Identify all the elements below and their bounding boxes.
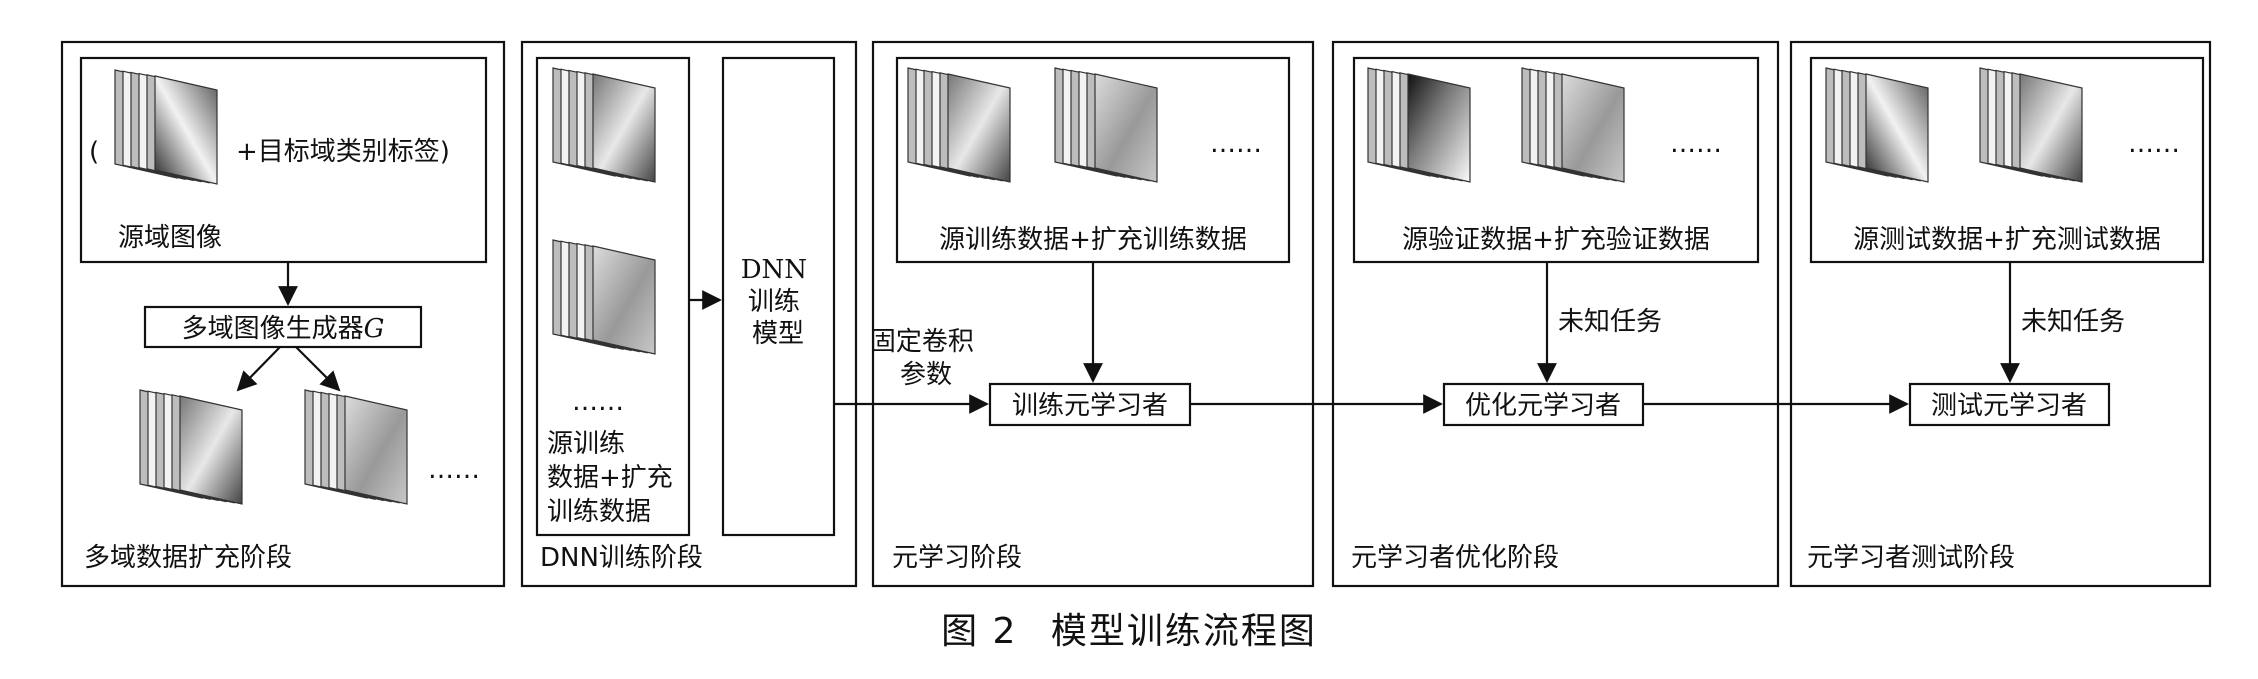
figure-title: 模型训练流程图 [1050, 611, 1317, 652]
fixed-conv-params-label: 固定卷积 参数 [870, 327, 982, 390]
dnn-model-box [721, 56, 836, 537]
image-layer [1407, 73, 1471, 183]
image-stack-generated-1 [139, 389, 243, 505]
image-stack-val-2 [1521, 67, 1625, 183]
test-meta-learner-box [1908, 382, 2111, 427]
stage-box-meta-learning [871, 40, 1315, 588]
generator-label: 多域图像生成器G [182, 314, 385, 344]
image-stack-source [114, 69, 218, 185]
stage-box-meta-optimization [1331, 40, 1780, 588]
image-stack-test-1 [1825, 67, 1929, 183]
image-stack-dnn-2 [552, 239, 656, 355]
image-layer [1561, 73, 1625, 183]
test-data-box [1809, 56, 2205, 264]
training-data-box [535, 56, 691, 537]
image-stack-val-1 [1367, 67, 1471, 183]
test-data-label: 源测试数据+扩充测试数据 [1853, 225, 2161, 255]
training-flow-diagram: ( +目标域类别标签) 源域图像 多域图像生成器G …… 多域数据扩充阶段 ……… [60, 40, 2212, 588]
unknown-task-label-test: 未知任务 [2021, 307, 2125, 337]
arrow-generator-to-right [295, 346, 341, 392]
source-image-box [79, 56, 488, 264]
image-layer [2019, 73, 2083, 183]
image-stack-train-2 [1054, 67, 1158, 183]
image-stack-test-2 [1979, 67, 2083, 183]
test-meta-learner-label: 测试元学习者 [1931, 391, 2087, 421]
figure-caption: 图 2 模型训练流程图 [0, 602, 2258, 654]
ellipsis-val: …… [1670, 129, 1722, 159]
stage-box-dnn-training [520, 40, 858, 588]
stage-box-meta-testing [1789, 40, 2212, 588]
figure-number: 图 2 [941, 611, 1018, 652]
stage-name-meta-learning: 元学习阶段 [892, 543, 1022, 573]
image-layer [1094, 73, 1158, 183]
arrow-generator-to-left [236, 346, 281, 392]
image-layer [592, 245, 656, 355]
input-paren-open: ( [89, 137, 99, 167]
train-data-label: 源训练数据+扩充训练数据 [939, 225, 1247, 255]
source-image-label: 源域图像 [118, 223, 222, 253]
val-data-label: 源验证数据+扩充验证数据 [1402, 225, 1710, 255]
image-layer [1865, 73, 1929, 183]
image-layer [179, 395, 243, 505]
image-stack-dnn-1 [552, 67, 656, 183]
input-suffix: +目标域类别标签) [236, 137, 450, 167]
ellipsis-dnn: …… [572, 387, 624, 417]
image-stack-train-1 [907, 67, 1011, 183]
image-layer [592, 73, 656, 183]
optimize-meta-learner-label: 优化元学习者 [1465, 391, 1621, 421]
image-layer [947, 73, 1011, 183]
ellipsis-test: …… [2128, 129, 2180, 159]
stage-box-data-expansion [60, 40, 506, 588]
ellipsis-train: …… [1210, 129, 1262, 159]
image-layer [344, 395, 408, 505]
stage-name-dnn-training: DNN训练阶段 [540, 543, 703, 573]
unknown-task-label-opt: 未知任务 [1558, 307, 1662, 337]
ellipsis-generated: …… [428, 455, 480, 485]
stage-name-meta-testing: 元学习者测试阶段 [1807, 543, 2015, 573]
image-layer [154, 75, 218, 185]
val-data-box [1352, 56, 1760, 264]
image-stack-generated-2 [304, 389, 408, 505]
dnn-data-label: 源训练 数据+扩充 训练数据 [547, 429, 681, 527]
dnn-model-label: DNN 训练 模型 [741, 255, 816, 349]
generator-box [143, 305, 423, 349]
train-meta-learner-label: 训练元学习者 [1012, 391, 1168, 421]
stage-name-data-expansion: 多域数据扩充阶段 [84, 543, 292, 573]
stage-name-meta-optimization: 元学习者优化阶段 [1351, 543, 1559, 573]
